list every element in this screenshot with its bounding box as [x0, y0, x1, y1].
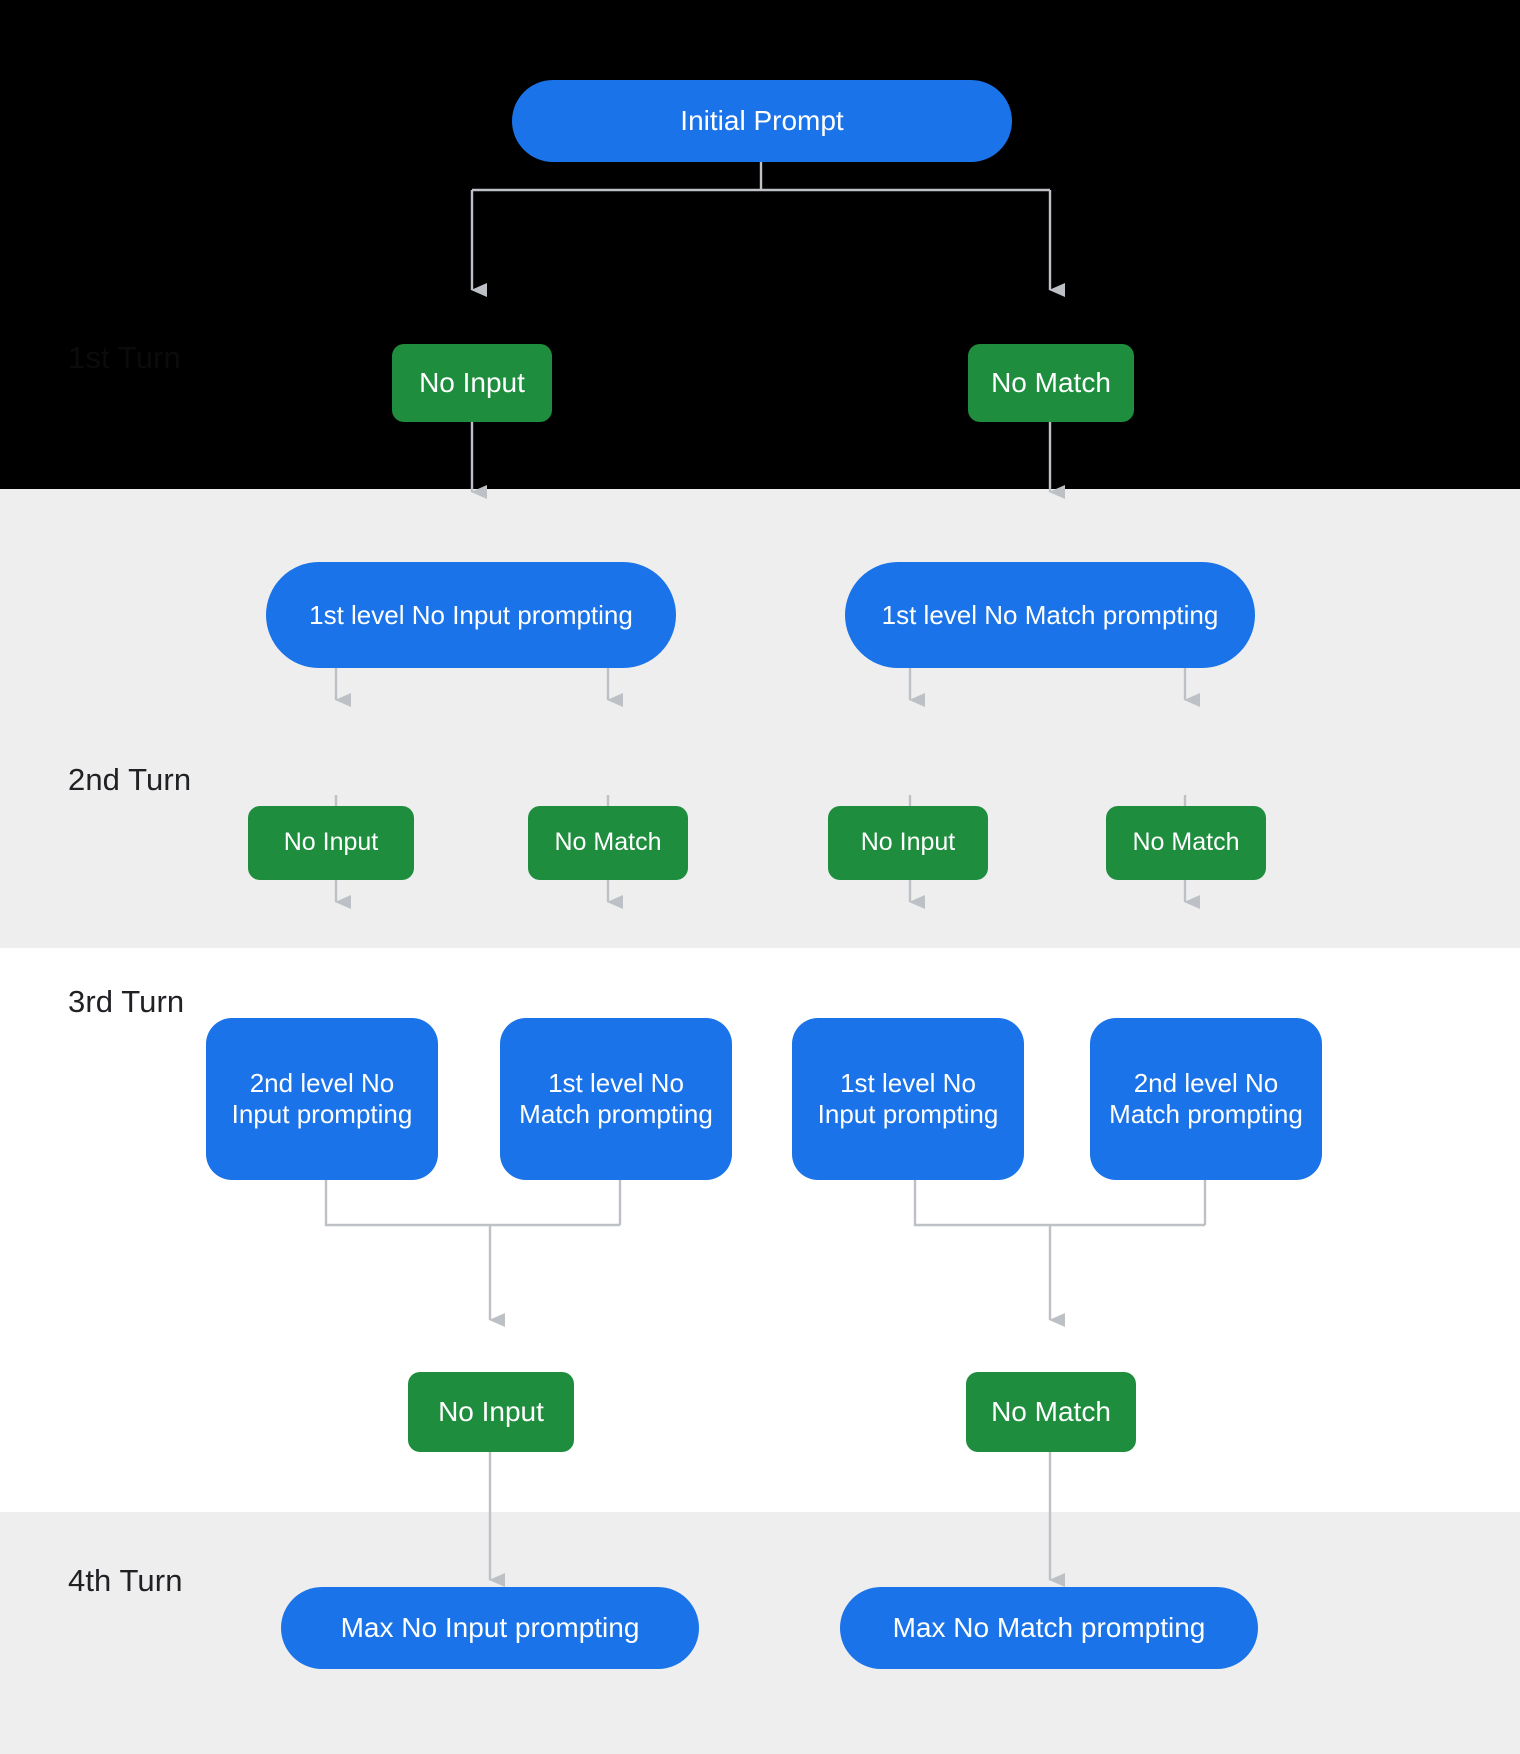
node-initial-prompt[interactable]: Initial Prompt: [512, 80, 1012, 162]
turn-label-2nd: 2nd Turn: [68, 762, 192, 797]
node-t2-no-match-b-label: No Match: [1132, 828, 1240, 857]
node-t2-no-match-a[interactable]: No Match: [528, 806, 688, 880]
band-4th-turn: [0, 1512, 1520, 1754]
turn-label-4th: 4th Turn: [68, 1563, 183, 1598]
node-max-no-input-prompting-label: Max No Input prompting: [340, 1612, 640, 1644]
node-t2-no-match-a-label: No Match: [554, 828, 662, 857]
node-max-no-input-prompting[interactable]: Max No Input prompting: [281, 1587, 699, 1669]
turn-label-1st: 1st Turn: [68, 340, 181, 375]
node-1st-level-no-match-prompting-3rd[interactable]: 1st level No Match prompting: [500, 1018, 732, 1180]
node-2nd-level-no-input-prompting-label: 2nd level No Input prompting: [231, 1068, 413, 1129]
node-2nd-level-no-match-prompting-label: 2nd level No Match prompting: [1109, 1068, 1303, 1129]
node-2nd-level-no-match-prompting[interactable]: 2nd level No Match prompting: [1090, 1018, 1322, 1180]
node-t1-no-match[interactable]: No Match: [968, 344, 1134, 422]
node-1st-level-no-match-prompting[interactable]: 1st level No Match prompting: [845, 562, 1255, 668]
node-t1-no-input[interactable]: No Input: [392, 344, 552, 422]
node-max-no-match-prompting-label: Max No Match prompting: [892, 1612, 1206, 1644]
node-1st-level-no-input-prompting-label: 1st level No Input prompting: [309, 599, 633, 630]
node-t2-no-input-a[interactable]: No Input: [248, 806, 414, 880]
node-1st-level-no-input-prompting-3rd-label: 1st level No Input prompting: [817, 1068, 999, 1129]
node-1st-level-no-match-prompting-label: 1st level No Match prompting: [881, 599, 1219, 630]
node-1st-level-no-match-prompting-3rd-label: 1st level No Match prompting: [519, 1068, 713, 1129]
node-t3-no-match[interactable]: No Match: [966, 1372, 1136, 1452]
node-t1-no-input-label: No Input: [419, 367, 525, 399]
node-t2-no-input-b[interactable]: No Input: [828, 806, 988, 880]
node-2nd-level-no-input-prompting[interactable]: 2nd level No Input prompting: [206, 1018, 438, 1180]
node-t3-no-match-label: No Match: [991, 1396, 1111, 1428]
node-t3-no-input-label: No Input: [438, 1396, 544, 1428]
node-1st-level-no-input-prompting-3rd[interactable]: 1st level No Input prompting: [792, 1018, 1024, 1180]
node-t3-no-input[interactable]: No Input: [408, 1372, 574, 1452]
node-initial-prompt-label: Initial Prompt: [680, 105, 844, 137]
turn-label-3rd: 3rd Turn: [68, 984, 185, 1019]
node-max-no-match-prompting[interactable]: Max No Match prompting: [840, 1587, 1258, 1669]
node-t1-no-match-label: No Match: [991, 367, 1111, 399]
node-t2-no-match-b[interactable]: No Match: [1106, 806, 1266, 880]
node-1st-level-no-input-prompting[interactable]: 1st level No Input prompting: [266, 562, 676, 668]
node-t2-no-input-b-label: No Input: [860, 828, 956, 857]
node-t2-no-input-a-label: No Input: [283, 828, 379, 857]
